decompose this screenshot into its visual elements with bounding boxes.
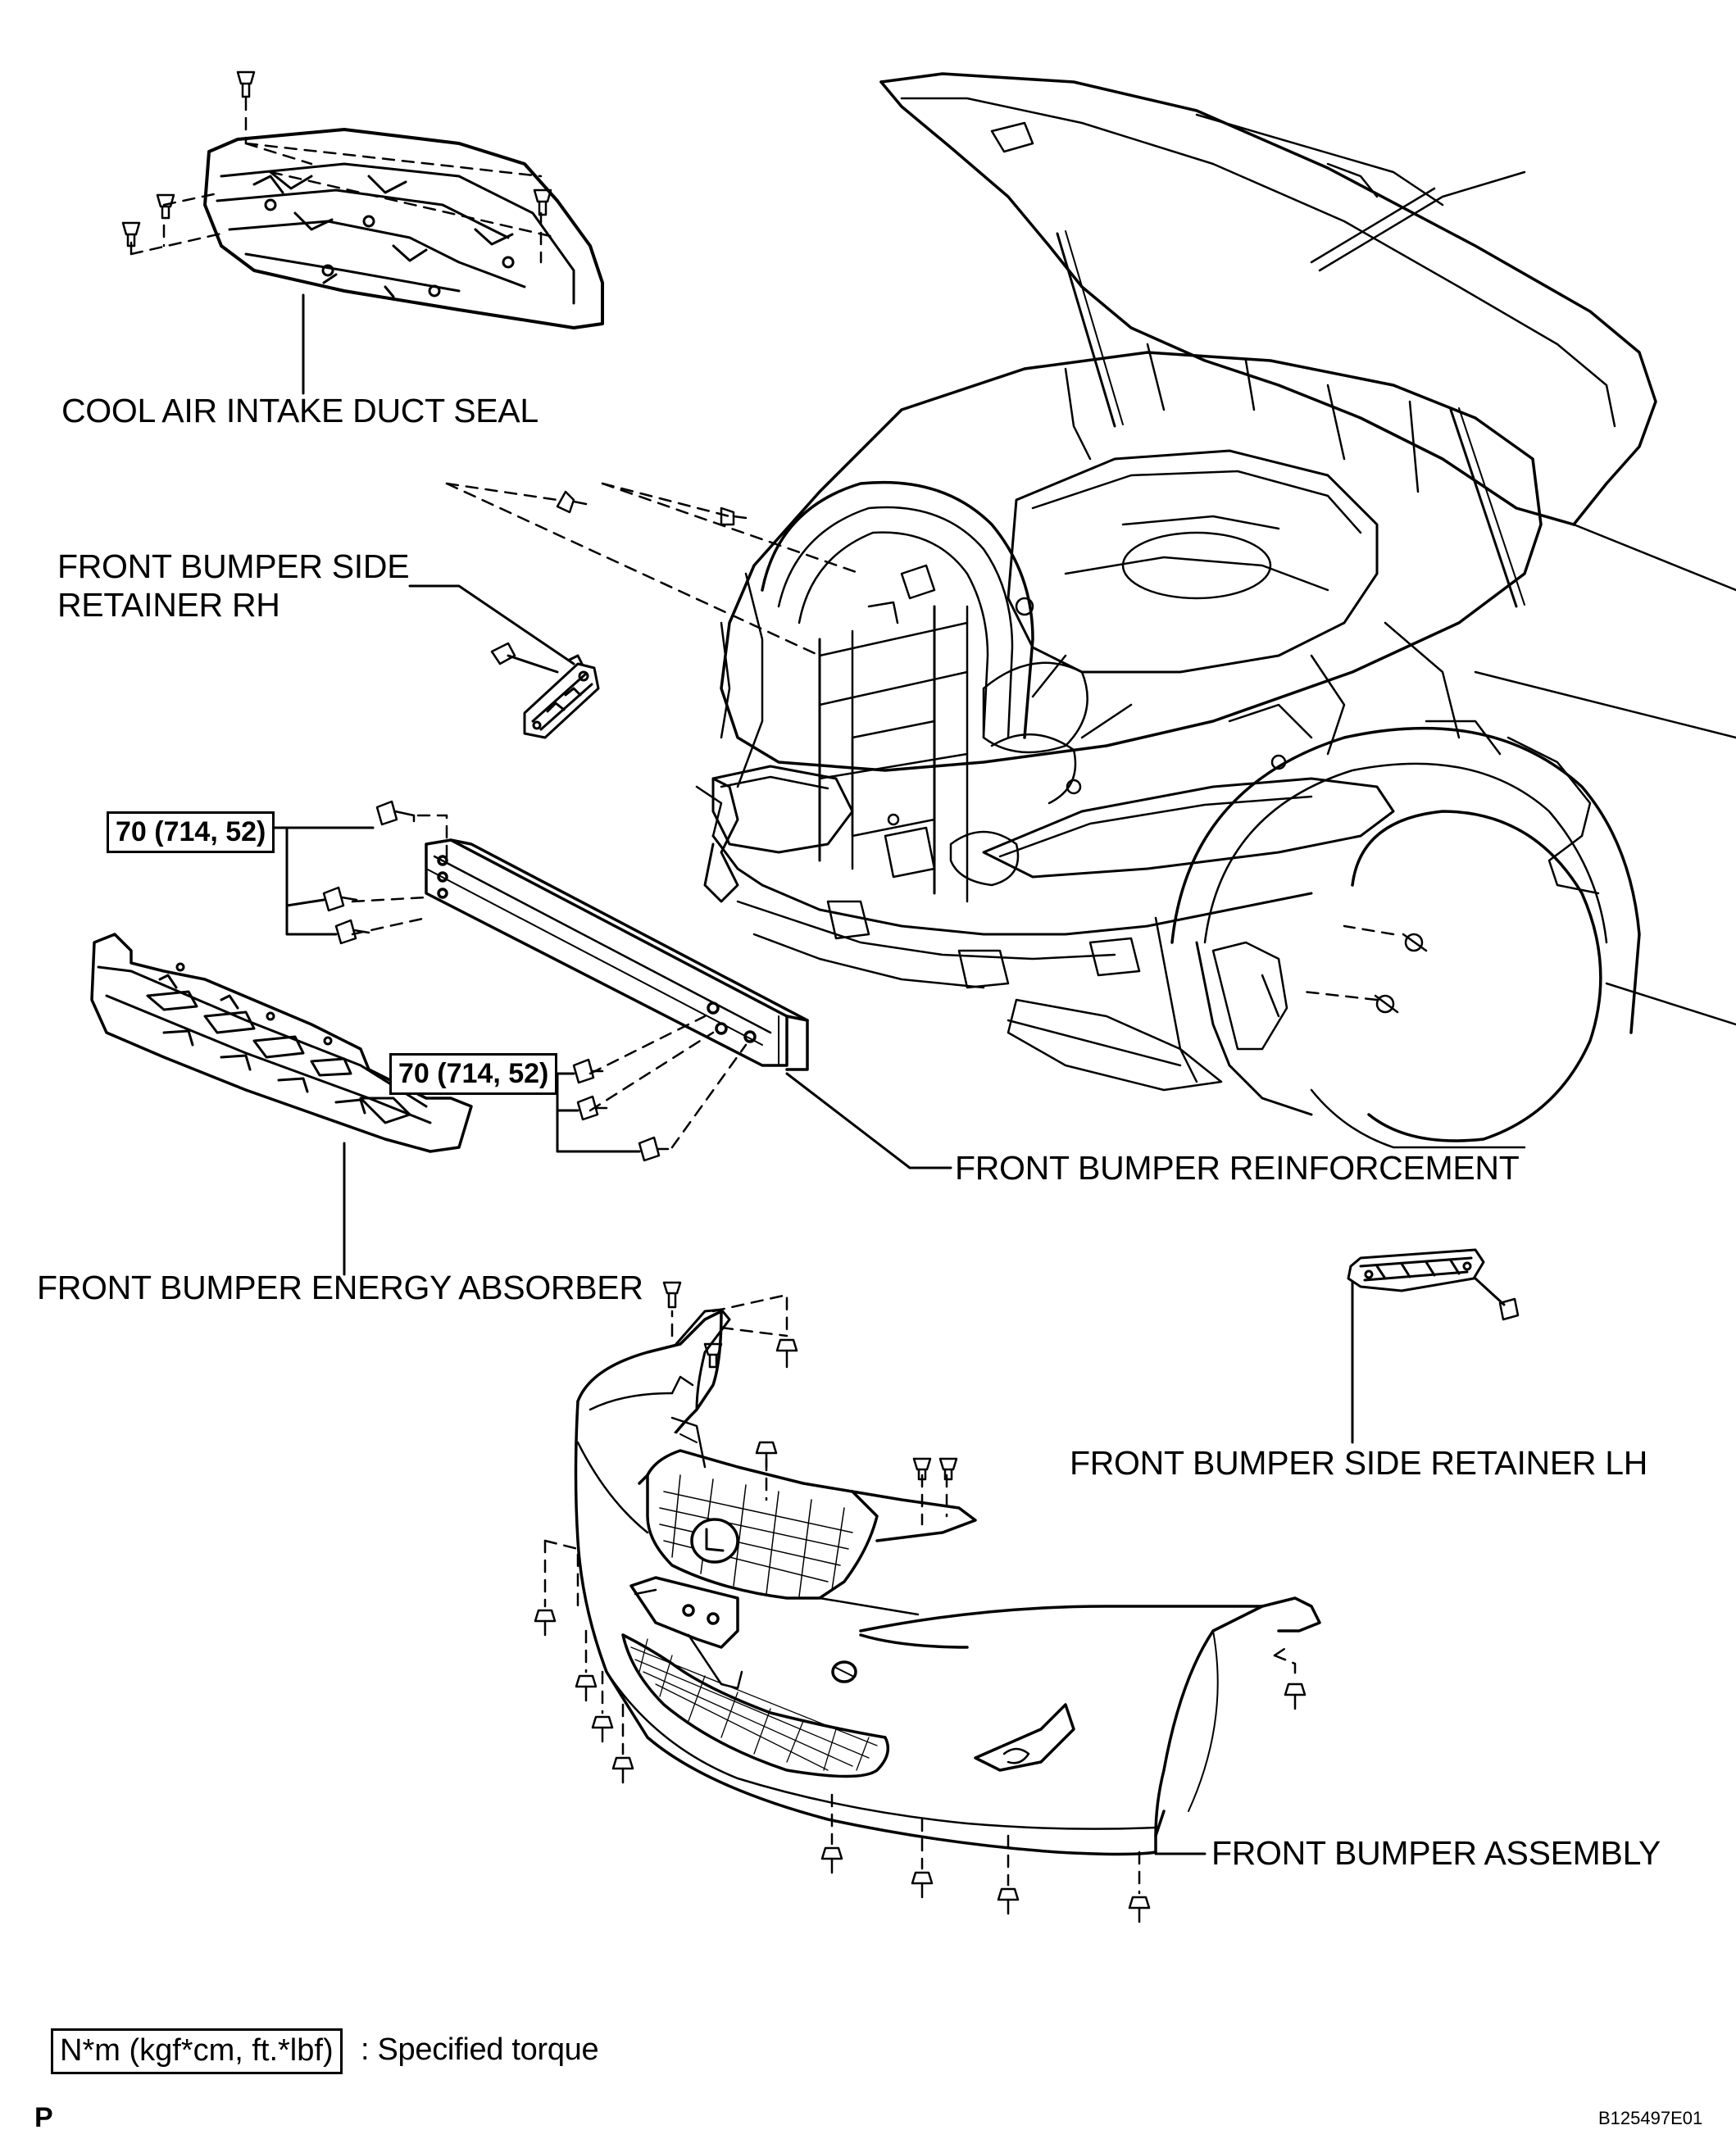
front-bumper-side-retainer-rh: [523, 654, 600, 739]
bolt-icon: [775, 1338, 798, 1369]
label-energy-absorber: FRONT BUMPER ENERGY ABSORBER: [37, 1269, 643, 1306]
label-cool-air-intake-duct-seal: COOL AIR INTAKE DUCT SEAL: [61, 392, 539, 429]
clip-icon: [720, 506, 748, 526]
body-clip-leaders: [445, 482, 1395, 1001]
bolt-icon: [334, 919, 370, 945]
bumper-fasteners: [534, 1281, 1307, 1923]
body-clips: [556, 490, 1428, 1014]
reinforcement-leader: [785, 1072, 952, 1169]
reinforcement-bolts: [322, 800, 670, 1162]
duct-seal-clip-leaders: [130, 97, 559, 264]
bolt-icon: [911, 1871, 934, 1899]
retainer-lh-screw: [1474, 1277, 1520, 1321]
clip-icon: [533, 188, 552, 216]
label-reinforcement: FRONT BUMPER REINFORCEMENT: [955, 1149, 1520, 1187]
clip-icon: [662, 1281, 682, 1309]
torque-value-upper: 70 (714, 52): [107, 811, 275, 853]
bolt-icon: [611, 1756, 634, 1784]
front-bumper-assembly: [574, 1308, 1321, 1856]
front-bumper-energy-absorber: [90, 933, 473, 1153]
page-mark: P: [34, 2102, 53, 2133]
clip-icon: [1374, 994, 1399, 1014]
label-bumper-assembly: FRONT BUMPER ASSEMBLY: [1211, 1834, 1661, 1872]
retainer-rh-screw: [490, 642, 559, 674]
vehicle-front-body: [695, 72, 1736, 1149]
legend-specified-torque: : Specified torque: [361, 2032, 599, 2067]
figure-code: B125497E01: [1598, 2108, 1703, 2128]
bolt-icon: [997, 1887, 1020, 1915]
label-side-retainer-rh-line2: RETAINER RH: [57, 586, 280, 624]
label-side-retainer-rh-line1: FRONT BUMPER SIDE: [57, 547, 410, 585]
reinforcement-bolt-leaders: [351, 814, 748, 1149]
clip-icon: [121, 221, 141, 247]
torque-bracket-upper: [259, 826, 375, 936]
clip-icon: [236, 70, 256, 98]
bolt-icon: [755, 1441, 778, 1469]
front-bumper-side-retainer-lh: [1347, 1248, 1485, 1292]
label-side-retainer-lh: FRONT BUMPER SIDE RETAINER LH: [1070, 1444, 1648, 1482]
front-bumper-reinforcement: [425, 838, 809, 1071]
bolt-icon: [591, 1715, 614, 1743]
clip-icon: [703, 1342, 723, 1369]
clip-icon: [1402, 933, 1428, 952]
bolt-icon: [820, 1846, 843, 1874]
bolt-icon: [375, 800, 416, 826]
legend-torque-unit-box: N*m (kgf*cm, ft.*lbf): [51, 2028, 343, 2074]
bolt-icon: [572, 1058, 604, 1084]
bolt-icon: [534, 1609, 557, 1637]
bolt-icon: [1128, 1896, 1151, 1923]
bumper-clip-leaders: [543, 1293, 1297, 1895]
bolt-icon: [322, 886, 358, 912]
torque-value-lower: 70 (714, 52): [389, 1053, 558, 1095]
bolt-icon: [638, 1136, 670, 1162]
bolt-icon: [575, 1674, 598, 1702]
retainer-rh-leader: [408, 584, 575, 665]
cool-air-intake-duct-seal: [203, 128, 604, 329]
bolt-icon: [576, 1095, 608, 1121]
bolt-icon: [1284, 1683, 1307, 1710]
clip-icon: [938, 1457, 958, 1481]
duct-seal-clips: [121, 70, 552, 247]
clip-icon: [912, 1457, 932, 1481]
clip-icon: [556, 490, 588, 514]
clip-icon: [156, 193, 175, 220]
